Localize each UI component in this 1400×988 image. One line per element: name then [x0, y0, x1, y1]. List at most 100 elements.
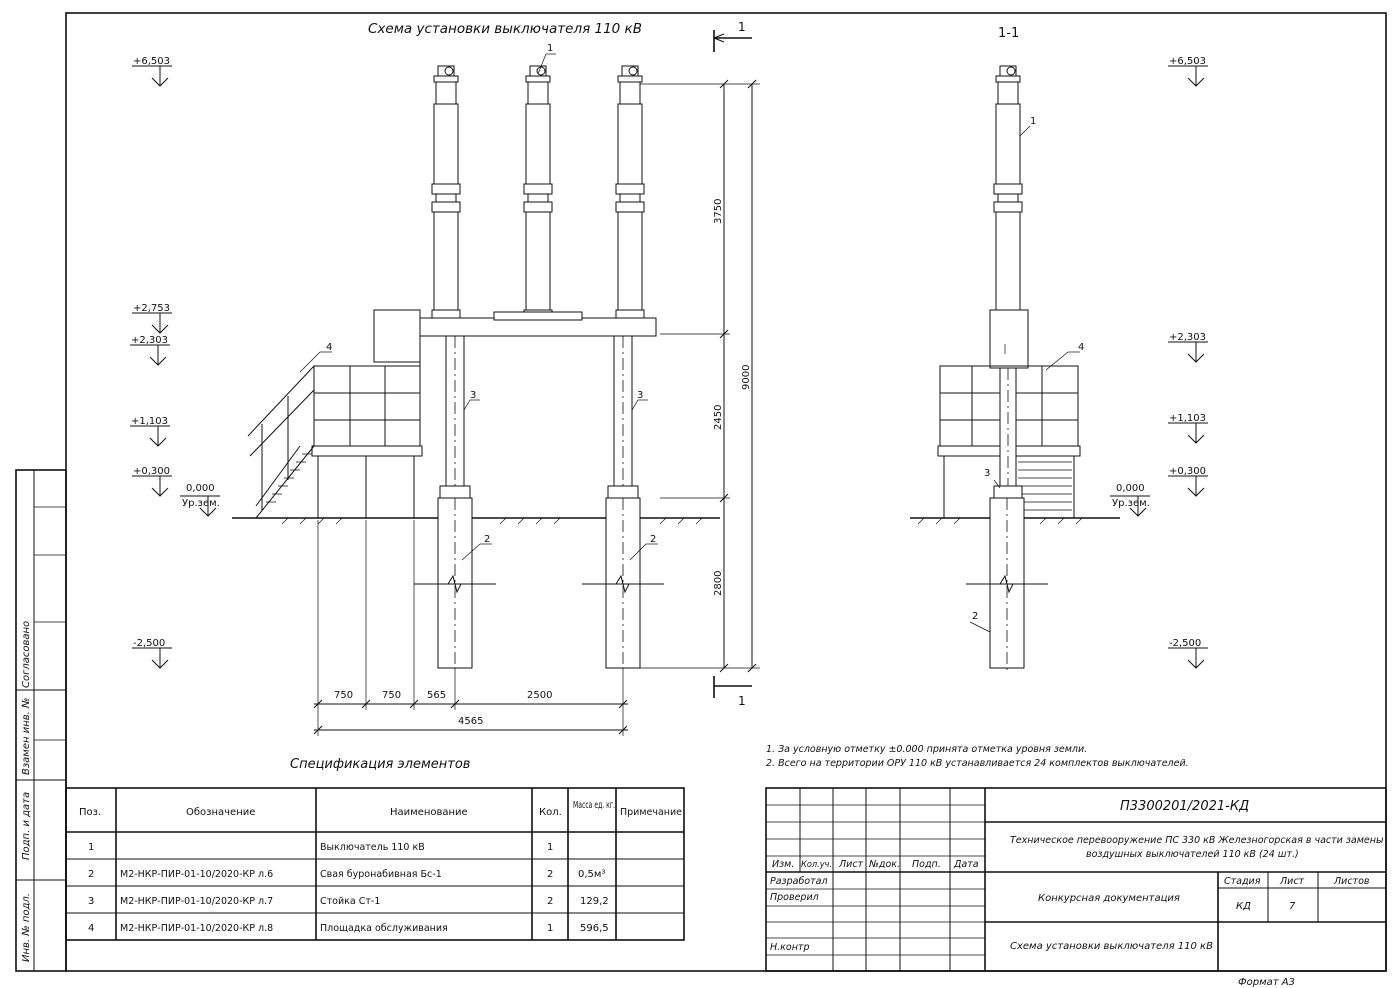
section-pile — [966, 497, 1048, 670]
side-stamp-frame — [15, 469, 67, 972]
svg-text:Ур.зем.: Ур.зем. — [1112, 498, 1150, 509]
svg-text:1: 1 — [738, 694, 746, 708]
elevation-mark-right-1103: +1,103 — [1167, 413, 1209, 444]
spec-row-4: 4 М2-НКР-ПИР-01-10/2020-КР л.8 Площадка … — [88, 923, 609, 934]
section-callout-pos-3: 3 — [984, 468, 1001, 489]
callout-pos-2-left: 2 — [461, 534, 492, 561]
dimension-horizontal: 750 750 565 2500 4565 — [313, 520, 628, 736]
section-support-post — [993, 367, 1023, 499]
tb-doc-type: Конкурсная документация — [1038, 893, 1180, 904]
spec-header-pos: Поз. — [79, 807, 101, 818]
svg-text:565: 565 — [427, 690, 446, 701]
svg-text:1: 1 — [1030, 116, 1036, 127]
section-callout-pos-2: 2 — [969, 611, 991, 633]
support-post-left — [439, 335, 471, 499]
tb-role-developed: Разработал — [770, 876, 828, 887]
pile-right — [582, 497, 664, 670]
section-callout-pos-1: 1 — [1019, 116, 1036, 137]
svg-text:750: 750 — [382, 690, 401, 701]
svg-text:Свая буронабивная Бс-1: Свая буронабивная Бс-1 — [320, 869, 442, 880]
elevation-mark-right-6503: +6,503 — [1167, 56, 1209, 87]
tb-role-norm-control: Н.контр — [770, 942, 810, 953]
svg-text:Площадка обслуживания: Площадка обслуживания — [320, 923, 448, 934]
tb-col-date: Дата — [953, 859, 979, 870]
section-title: 1-1 — [998, 26, 1019, 41]
breaker-pole-1 — [431, 65, 461, 323]
svg-text:1: 1 — [738, 20, 746, 34]
svg-text:1: 1 — [547, 43, 553, 54]
spec-title: Спецификация элементов — [290, 757, 470, 772]
svg-text:2450: 2450 — [713, 405, 724, 430]
svg-text:М2-НКР-ПИР-01-10/2020-КР л.6: М2-НКР-ПИР-01-10/2020-КР л.6 — [120, 869, 273, 880]
svg-text:М2-НКР-ПИР-01-10/2020-КР л.8: М2-НКР-ПИР-01-10/2020-КР л.8 — [120, 923, 273, 934]
section-callout-pos-4: 4 — [1045, 342, 1084, 371]
tb-project-line2: воздушных выключателей 110 кВ (24 шт.) — [1086, 849, 1299, 860]
svg-text:+2,753: +2,753 — [133, 303, 170, 314]
svg-text:+0,300: +0,300 — [1169, 466, 1206, 477]
tb-col-sign: Подп. — [912, 859, 941, 870]
elevation-mark-right-ground: 0,000 Ур.зем. — [1109, 483, 1151, 517]
tb-col-doc: №док. — [868, 859, 900, 870]
svg-text:4: 4 — [326, 342, 332, 353]
svg-text:4565: 4565 — [458, 716, 483, 727]
svg-text:-2,500: -2,500 — [1169, 638, 1201, 649]
stamp-inv-no: Инв. № подл. — [21, 893, 32, 962]
spec-header-mass: Масса ед. кг. — [573, 800, 615, 811]
section-mark-top: 1 — [713, 20, 752, 52]
tb-col-izm: Изм. — [772, 859, 794, 870]
elevation-mark-right-2303: +2,303 — [1167, 332, 1209, 363]
elevation-mark-1103: +1,103 — [129, 416, 171, 447]
title-block — [765, 787, 1387, 972]
svg-text:-2,500: -2,500 — [133, 638, 165, 649]
tb-stage-value: КД — [1236, 901, 1251, 912]
svg-text:0,000: 0,000 — [186, 483, 215, 494]
svg-text:750: 750 — [334, 690, 353, 701]
stamp-agreed: Согласовано — [21, 621, 32, 688]
tb-project-line1: Техническое перевооружение ПС 330 кВ Жел… — [1010, 835, 1384, 846]
elevation-mark-ground: 0,000 Ур.зем. — [179, 483, 221, 517]
tb-sheet-value: 7 — [1289, 901, 1296, 912]
elevation-mark-0300: +0,300 — [131, 466, 173, 497]
section-drive-cabinet — [989, 309, 1029, 369]
callout-pos-4: 4 — [299, 342, 332, 373]
svg-text:4: 4 — [88, 923, 94, 934]
svg-text:2: 2 — [88, 869, 94, 880]
elevation-mark-6503: +6,503 — [131, 56, 173, 87]
tb-sheet-name: Схема установки выключателя 110 кВ — [1010, 941, 1213, 952]
svg-text:+0,300: +0,300 — [133, 466, 170, 477]
svg-text:1: 1 — [88, 842, 94, 853]
svg-text:+6,503: +6,503 — [1169, 56, 1206, 67]
stamp-sign-date: Подп. и дата — [21, 792, 32, 860]
spec-header-qty: Кол. — [539, 807, 562, 818]
format-label: Формат А3 — [1238, 977, 1295, 988]
callout-pos-3-right: 3 — [631, 390, 648, 411]
svg-text:2: 2 — [650, 534, 656, 545]
spec-row-3: 3 М2-НКР-ПИР-01-10/2020-КР л.7 Стойка Ст… — [88, 896, 609, 907]
tb-sheet-header: Лист — [1279, 876, 1305, 887]
svg-text:2500: 2500 — [527, 690, 552, 701]
svg-text:9000: 9000 — [741, 365, 752, 390]
svg-text:+1,103: +1,103 — [131, 416, 168, 427]
svg-text:Ур.зем.: Ур.зем. — [182, 498, 220, 509]
tb-col-kol: Кол.уч. — [801, 860, 832, 870]
drawing-title: Схема установки выключателя 110 кВ — [368, 21, 642, 37]
svg-text:4: 4 — [1078, 342, 1084, 353]
tb-role-checked: Проверил — [770, 892, 819, 903]
svg-text:Стойка Ст-1: Стойка Ст-1 — [320, 896, 380, 907]
elevation-mark-right-0300: +0,300 — [1167, 466, 1209, 497]
svg-text:3: 3 — [470, 390, 476, 401]
spec-header-name: Наименование — [390, 807, 468, 818]
svg-text:596,5: 596,5 — [580, 923, 609, 934]
elevation-mark-minus2500: -2,500 — [131, 638, 173, 669]
callout-pos-3-left: 3 — [463, 390, 480, 411]
section-breaker-pole — [993, 65, 1023, 323]
note-2: 2. Всего на территории ОРУ 110 кВ устана… — [766, 758, 1189, 769]
service-platform — [247, 365, 423, 519]
tb-sheets-header: Листов — [1333, 876, 1370, 887]
sheet-frame — [65, 12, 1387, 972]
pile-left — [414, 497, 496, 670]
svg-text:0,000: 0,000 — [1116, 483, 1145, 494]
elevation-mark-2753: +2,753 — [131, 303, 173, 334]
svg-text:+6,503: +6,503 — [133, 56, 170, 67]
